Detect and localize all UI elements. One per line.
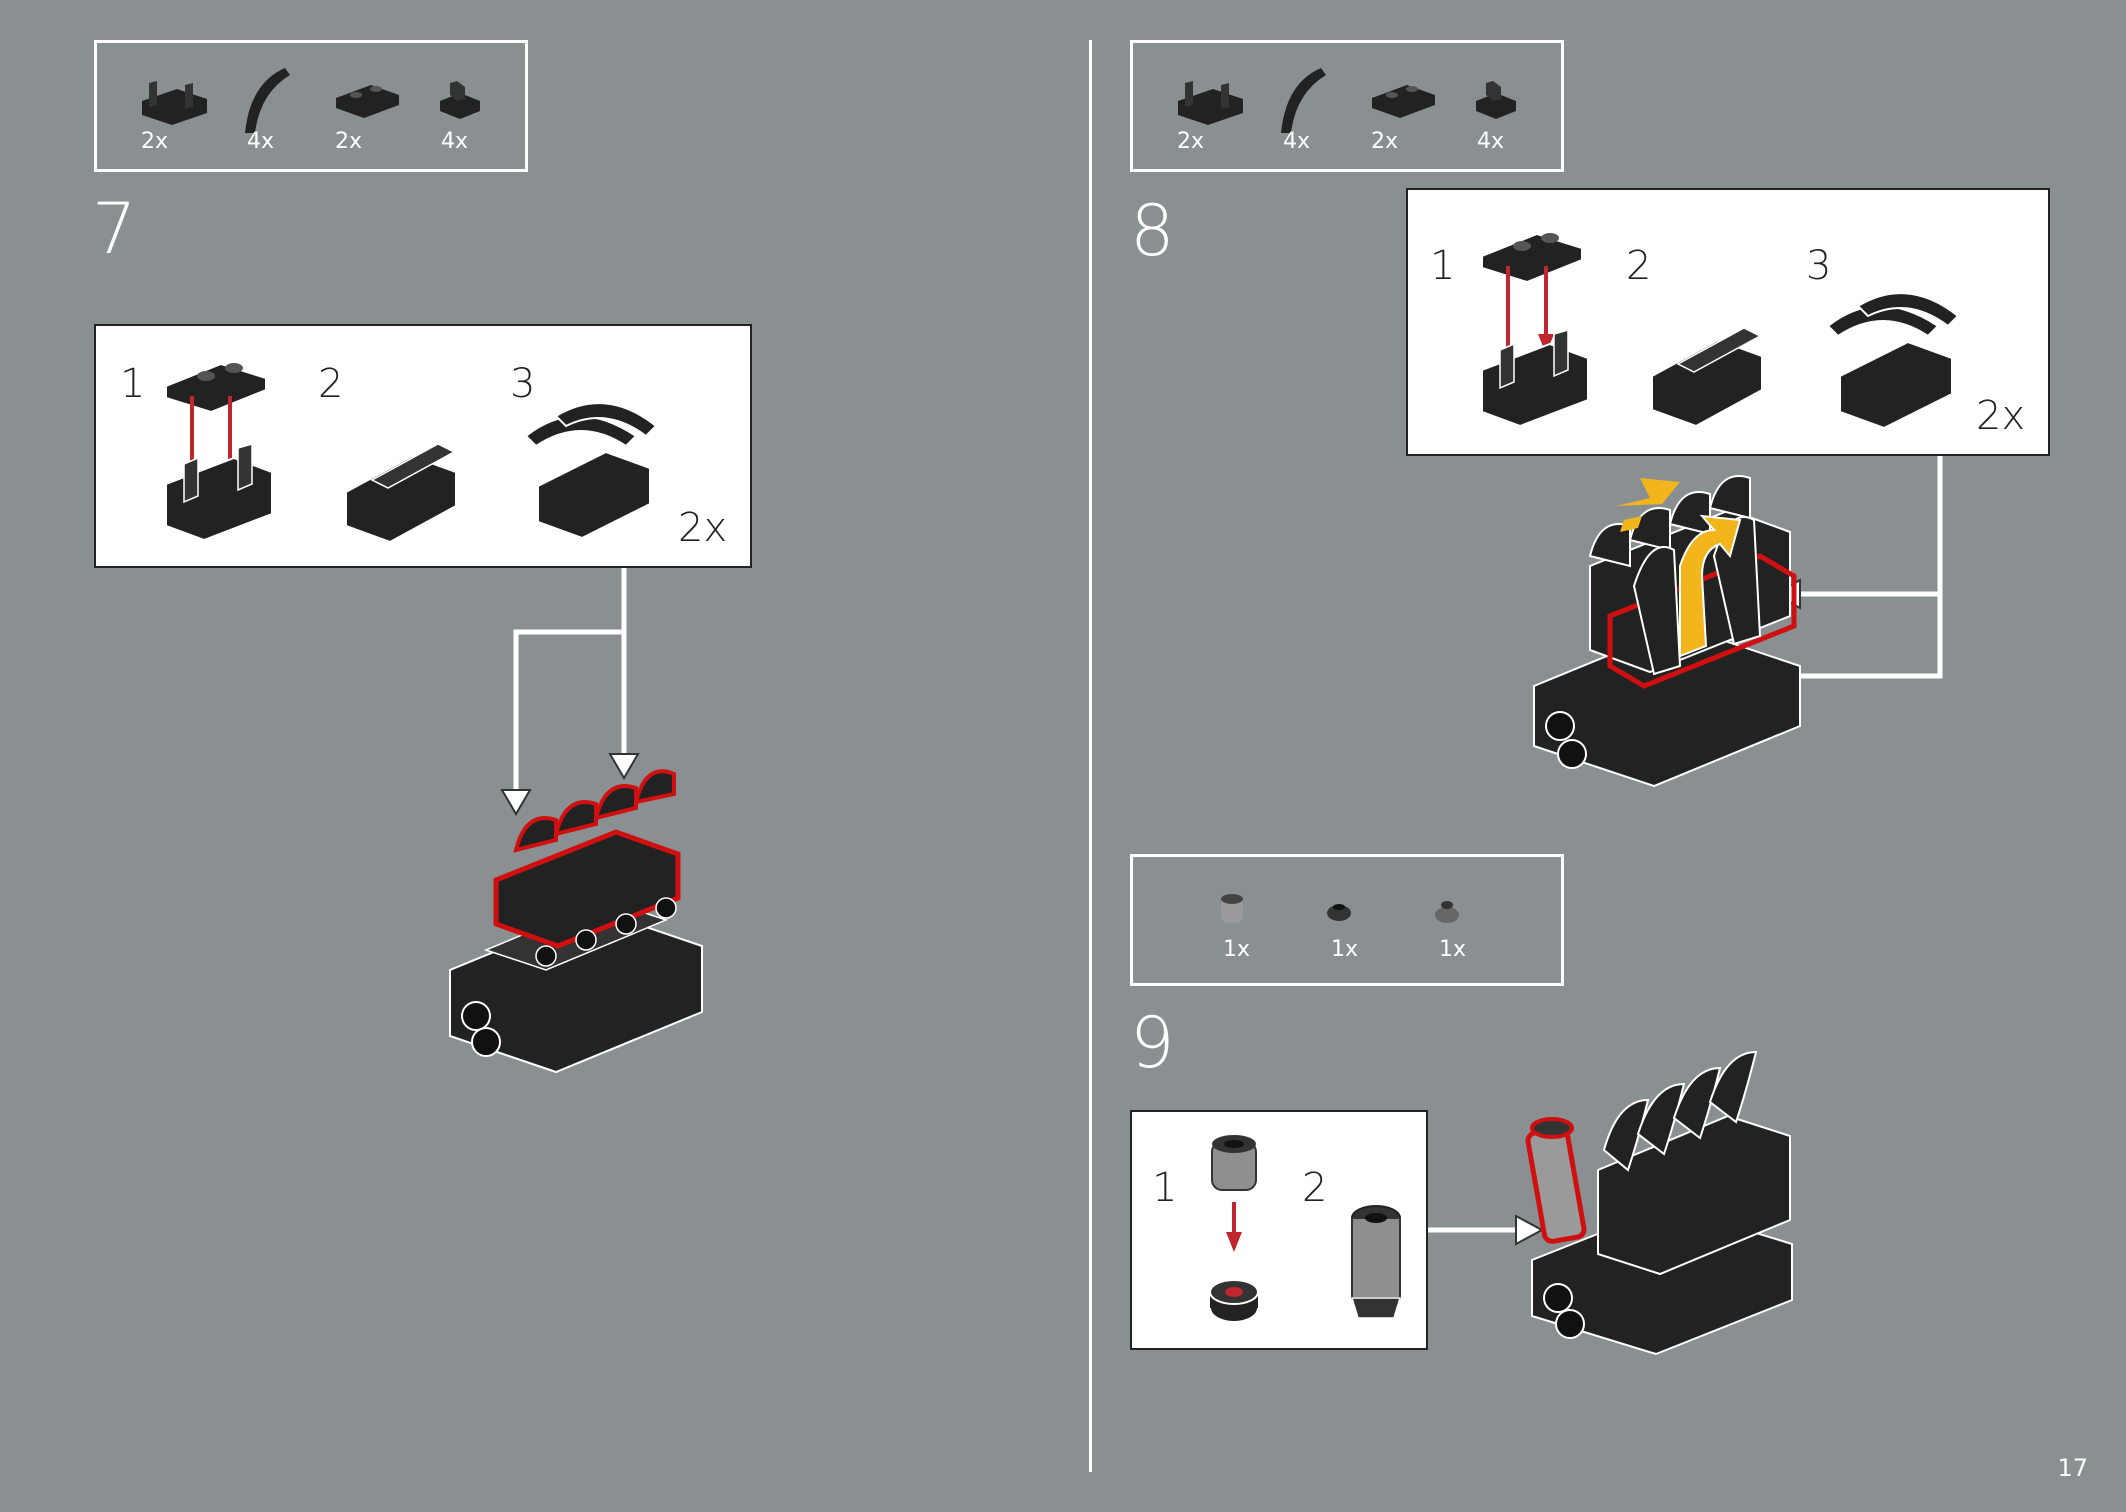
substep-box-step-7: 1 2 3 2x (94, 324, 752, 568)
stacked-round-parts-icon (1350, 1205, 1402, 1319)
bracket-icon (1481, 329, 1589, 428)
round-plate-part-icon (1327, 904, 1351, 921)
curved-slope-part-icon (245, 68, 290, 133)
clip-plate-part-icon (1476, 81, 1516, 119)
page-divider (1089, 40, 1092, 1472)
round-plate-icon (1209, 1279, 1259, 1323)
substep-number: 1 (120, 361, 146, 407)
substep-number: 1 (1152, 1165, 1178, 1211)
cone-part-icon (1435, 901, 1459, 923)
part-qty: 2x (141, 129, 169, 154)
assembled-bracket-icon (1651, 327, 1763, 428)
part-qty: 1x (1331, 937, 1359, 962)
part-qty: 4x (441, 129, 469, 154)
jumper-plate-part-icon (1372, 85, 1435, 118)
part-qty: 4x (1283, 129, 1311, 154)
substep-box-step-8: 1 2 3 2x (1406, 188, 2050, 456)
round-brick-icon (1211, 1135, 1257, 1191)
engine-model-step-7 (449, 769, 703, 1074)
bracket-with-slope-icon (1826, 292, 1960, 430)
substep-multiplier: 2x (1976, 393, 2026, 439)
parts-list-step-9: 1x 1x 1x (1130, 854, 1564, 986)
parts-list-step-8: 2x 4x 2x 4x (1130, 40, 1564, 172)
assembled-bracket-icon (345, 443, 457, 544)
engine-model-step-8 (1533, 475, 1801, 788)
substep-box-step-9: 1 2 (1130, 1110, 1428, 1350)
clip-plate-part-icon (440, 81, 480, 119)
red-arrow-icon (1226, 1202, 1242, 1252)
bracket-part-icon (1178, 81, 1243, 125)
substep-multiplier: 2x (678, 505, 728, 551)
bracket-with-slope-icon (524, 402, 658, 540)
substep-number: 2 (1626, 243, 1652, 289)
substep-number: 3 (1806, 243, 1832, 289)
step-number-7: 7 (92, 188, 137, 270)
page-number: 17 (2057, 1454, 2088, 1482)
substep-number: 1 (1430, 243, 1456, 289)
part-qty: 2x (1371, 129, 1399, 154)
step-number-8: 8 (1130, 190, 1175, 272)
part-qty: 1x (1223, 937, 1251, 962)
part-qty: 1x (1439, 937, 1467, 962)
substep-number: 3 (510, 361, 536, 407)
part-qty: 2x (335, 129, 363, 154)
part-qty: 2x (1177, 129, 1205, 154)
curved-slope-part-icon (1281, 68, 1326, 133)
engine-model-step-9 (1525, 1050, 1793, 1356)
bracket-icon (165, 443, 273, 542)
part-qty: 4x (1477, 129, 1505, 154)
step-number-9: 9 (1130, 1002, 1175, 1084)
substep-number: 2 (318, 361, 344, 407)
round-brick-part-icon (1221, 894, 1243, 923)
jumper-plate-part-icon (336, 85, 399, 118)
substep-number: 2 (1302, 1165, 1328, 1211)
parts-list-step-7: 2x 4x 2x 4x (94, 40, 528, 172)
part-qty: 4x (247, 129, 275, 154)
bracket-part-icon (142, 81, 207, 125)
